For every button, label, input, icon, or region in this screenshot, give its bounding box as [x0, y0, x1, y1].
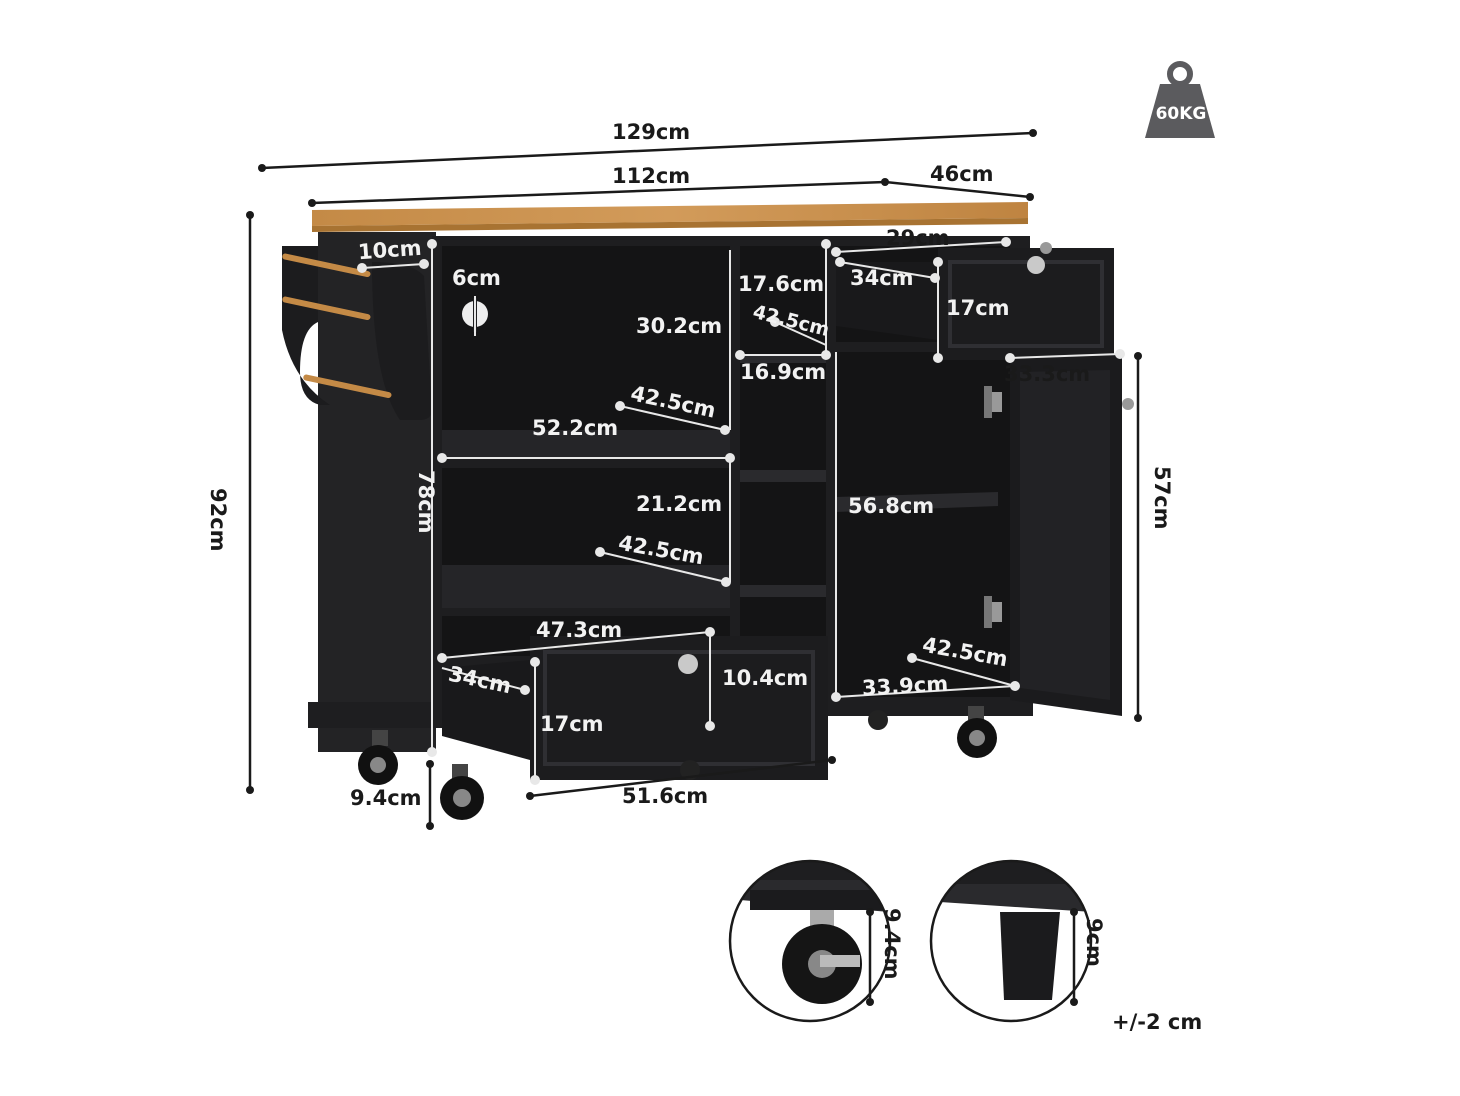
fixed-leg-icon [1000, 912, 1060, 1000]
kitchen-island-cabinet [282, 202, 1134, 820]
middle-shelf-height-label: 21.2cm [636, 492, 723, 516]
fixed-leg-detail [929, 859, 1093, 1023]
drawer-knob-icon [1027, 256, 1045, 274]
hinge-icon [984, 386, 1002, 628]
weight-label: 60KG [1155, 104, 1207, 124]
bottom-drawer-height-label: 17cm [540, 712, 604, 736]
drawer-knob-icon [678, 654, 698, 674]
bottom-drawer-inner-height-label: 10.4cm [722, 666, 809, 690]
narrow-width-label: 16.9cm [740, 360, 827, 384]
door-width-label: 33.3cm [1004, 362, 1091, 386]
top-drawer-depth-label: 34cm [850, 266, 914, 290]
drawer-front-line [529, 758, 833, 798]
door-knob-icon [1122, 398, 1134, 410]
cabinet-inner-width-label: 33.9cm [861, 671, 949, 701]
top-drawer [938, 248, 1114, 360]
cabinet-height-label: 78cm [414, 470, 438, 534]
wheel-clearance-label: 9.4cm [350, 786, 422, 810]
leg-height-label: 9cm [1082, 918, 1106, 967]
upper-shelf-height-label: 30.2cm [636, 314, 723, 338]
bottom-drawer-width-label: 47.3cm [536, 618, 623, 642]
inner-dimension-lines [357, 237, 1125, 785]
height-label: 92cm [206, 488, 230, 552]
weight-icon [1145, 61, 1215, 138]
caster-detail [728, 859, 892, 1023]
top-drawer-width-label: 29cm [886, 226, 950, 250]
depth-label: 46cm [930, 162, 994, 186]
bottom-drawer [530, 636, 828, 780]
upper-shelf-width-label: 52.2cm [532, 416, 619, 440]
door-height-label: 57cm [1150, 466, 1174, 530]
towel-rack-label: 10cm [357, 235, 423, 265]
caster-wheel-icon [358, 706, 997, 820]
total-width-label: 129cm [612, 120, 691, 144]
tolerance-label: +/-2 cm [1112, 1010, 1203, 1034]
hole-diameter-label: 6cm [452, 266, 501, 290]
caster-height-label: 9.4cm [880, 908, 904, 980]
depth-line [884, 180, 1031, 199]
cabinet-inner-height-label: 56.8cm [848, 494, 935, 518]
top-width-label: 112cm [612, 164, 691, 188]
total-width-line [261, 131, 1034, 170]
top-width-line [311, 180, 886, 205]
drawer-front-label: 51.6cm [622, 784, 709, 808]
narrow-top-height-label: 17.6cm [738, 272, 825, 296]
top-drawer-height-label: 17cm [946, 296, 1010, 320]
